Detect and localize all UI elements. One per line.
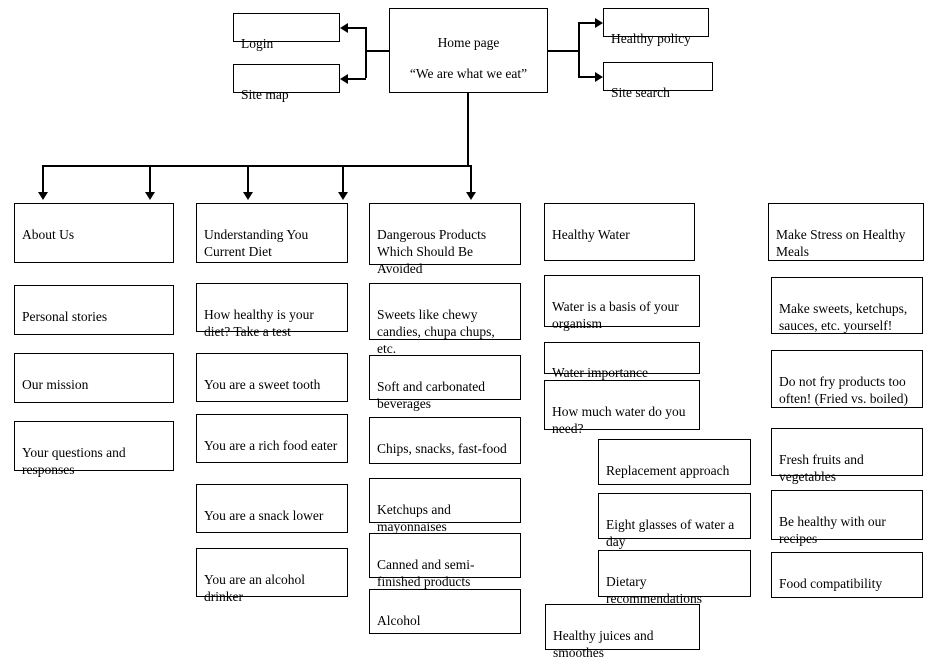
arrowhead-col2 <box>145 192 155 200</box>
connector-home-trunk <box>467 93 469 166</box>
node-our-mission[interactable]: Our mission <box>14 353 174 403</box>
node-label: How much water do you need? <box>552 403 686 436</box>
column-header-label: Dangerous Products Which Should Be Avoid… <box>377 226 487 276</box>
node-label: Canned and semi-finished products <box>377 556 475 589</box>
arrowhead-col4 <box>338 192 348 200</box>
node-label: Food compatibility <box>779 575 883 591</box>
node-label: How healthy is your diet? Take a test <box>204 306 314 339</box>
connector-drop-col3 <box>247 165 249 193</box>
node-site-map-label: Site map <box>241 86 289 102</box>
arrowhead-healthy-policy <box>595 18 603 28</box>
node-healthy-policy[interactable]: Healthy policy <box>603 8 709 46</box>
column-header-label: Make Stress on Healthy Meals <box>776 226 906 259</box>
connector-drop-col2 <box>149 165 151 193</box>
arrowhead-login <box>340 23 348 33</box>
node-make-sweets-ketchups-sauces[interactable]: Make sweets, ketchups, sauces, etc. your… <box>771 277 923 334</box>
arrowhead-site-map <box>340 74 348 84</box>
node-label: Make sweets, ketchups, sauces, etc. your… <box>779 300 908 333</box>
node-alcohol[interactable]: Alcohol <box>369 589 521 634</box>
node-label: Chips, snacks, fast-food <box>377 440 507 456</box>
node-label: Ketchups and mayonnaises <box>377 501 451 534</box>
arrowhead-col5 <box>466 192 476 200</box>
connector-home-right-stem <box>548 50 579 52</box>
node-healthy-juices-and-smoothes[interactable]: Healthy juices and smoothes <box>545 604 700 660</box>
column-header-dangerous-products[interactable]: Dangerous Products Which Should Be Avoid… <box>369 203 521 276</box>
node-eight-glasses-of-water-a-day[interactable]: Eight glasses of water a day <box>598 493 751 549</box>
node-label: Alcohol <box>377 612 421 628</box>
node-site-search-label: Site search <box>611 84 670 100</box>
connector-distribution-bus <box>42 165 471 167</box>
node-label: Sweets like chewy candies, chupa chups, … <box>377 306 495 356</box>
connector-to-healthy-policy <box>578 22 596 24</box>
node-canned-and-semi-finished-products[interactable]: Canned and semi-finished products <box>369 533 521 589</box>
node-label: Dietary recommendations <box>606 573 702 606</box>
node-label: Do not fry products too often! (Fried vs… <box>779 373 908 406</box>
connector-drop-col1 <box>42 165 44 193</box>
node-label: You are a rich food eater <box>204 437 338 453</box>
arrowhead-col3 <box>243 192 253 200</box>
connector-drop-col5 <box>470 165 472 193</box>
node-label: Personal stories <box>22 308 108 324</box>
node-label: Water importance <box>552 364 648 380</box>
node-label: Replacement approach <box>606 462 730 478</box>
node-label: Water is a basis of your organism <box>552 298 679 331</box>
node-how-much-water-do-you-need[interactable]: How much water do you need? <box>544 380 700 436</box>
node-be-healthy-with-our-recipes[interactable]: Be healthy with our recipes <box>771 490 923 546</box>
node-label: Your questions and responses <box>22 444 126 477</box>
node-you-are-a-snack-lower[interactable]: You are a snack lower <box>196 484 348 533</box>
node-ketchups-and-mayonnaises[interactable]: Ketchups and mayonnaises <box>369 478 521 534</box>
arrowhead-col1 <box>38 192 48 200</box>
node-label: Eight glasses of water a day <box>606 516 735 549</box>
node-login[interactable]: Login <box>233 13 340 51</box>
column-header-about-us[interactable]: About Us <box>14 203 174 263</box>
connector-to-site-search <box>578 76 596 78</box>
node-your-questions-and-responses[interactable]: Your questions and responses <box>14 421 174 477</box>
connector-home-left-stem <box>365 50 390 52</box>
node-fresh-fruits-and-vegetables[interactable]: Fresh fruits and vegetables <box>771 428 923 484</box>
node-label: Healthy juices and smoothes <box>553 627 654 660</box>
connector-to-login <box>348 27 366 29</box>
node-label: Soft and carbonated beverages <box>377 378 485 411</box>
node-label: Fresh fruits and vegetables <box>779 451 864 484</box>
node-sweets-like-chewy-candies[interactable]: Sweets like chewy candies, chupa chups, … <box>369 283 521 356</box>
node-chips-snacks-fast-food[interactable]: Chips, snacks, fast-food <box>369 417 521 464</box>
node-site-map[interactable]: Site map <box>233 64 340 102</box>
node-do-not-fry-products-too-often[interactable]: Do not fry products too often! (Fried vs… <box>771 350 923 408</box>
node-label: Be healthy with our recipes <box>779 513 886 546</box>
column-header-understanding-current-diet[interactable]: Understanding You Current Diet <box>196 203 348 263</box>
connector-to-site-map <box>348 78 366 80</box>
connector-left-riser <box>365 27 367 78</box>
node-label: You are an alcohol drinker <box>204 571 305 604</box>
home-page-heading: Home page <box>437 34 500 50</box>
node-healthy-policy-label: Healthy policy <box>611 30 691 46</box>
node-you-are-a-rich-food-eater[interactable]: You are a rich food eater <box>196 414 348 463</box>
node-label: You are a sweet tooth <box>204 376 321 392</box>
column-header-healthy-water[interactable]: Healthy Water <box>544 203 695 261</box>
connector-drop-col4 <box>342 165 344 193</box>
node-personal-stories[interactable]: Personal stories <box>14 285 174 335</box>
node-you-are-an-alcohol-drinker[interactable]: You are an alcohol drinker <box>196 548 348 604</box>
column-header-make-stress-on-healthy-meals[interactable]: Make Stress on Healthy Meals <box>768 203 924 261</box>
node-water-importance[interactable]: Water importance <box>544 342 700 380</box>
node-label: Our mission <box>22 376 89 392</box>
column-header-label: Healthy Water <box>552 226 630 242</box>
node-food-compatibility[interactable]: Food compatibility <box>771 552 923 598</box>
home-page-tagline: “We are what we eat” <box>409 65 528 81</box>
node-home-page[interactable]: Home page “We are what we eat” <box>389 8 548 93</box>
column-header-label: About Us <box>22 226 75 242</box>
arrowhead-site-search <box>595 72 603 82</box>
node-site-search[interactable]: Site search <box>603 62 713 100</box>
connector-right-riser <box>578 22 580 77</box>
node-dietary-recommendations[interactable]: Dietary recommendations <box>598 550 751 606</box>
column-header-label: Understanding You Current Diet <box>204 226 309 259</box>
node-how-healthy-is-your-diet[interactable]: How healthy is your diet? Take a test <box>196 283 348 339</box>
node-you-are-a-sweet-tooth[interactable]: You are a sweet tooth <box>196 353 348 402</box>
node-login-label: Login <box>241 35 274 51</box>
node-label: You are a snack lower <box>204 507 324 523</box>
node-water-is-a-basis-of-your-organism[interactable]: Water is a basis of your organism <box>544 275 700 331</box>
node-soft-and-carbonated-beverages[interactable]: Soft and carbonated beverages <box>369 355 521 411</box>
node-replacement-approach[interactable]: Replacement approach <box>598 439 751 485</box>
